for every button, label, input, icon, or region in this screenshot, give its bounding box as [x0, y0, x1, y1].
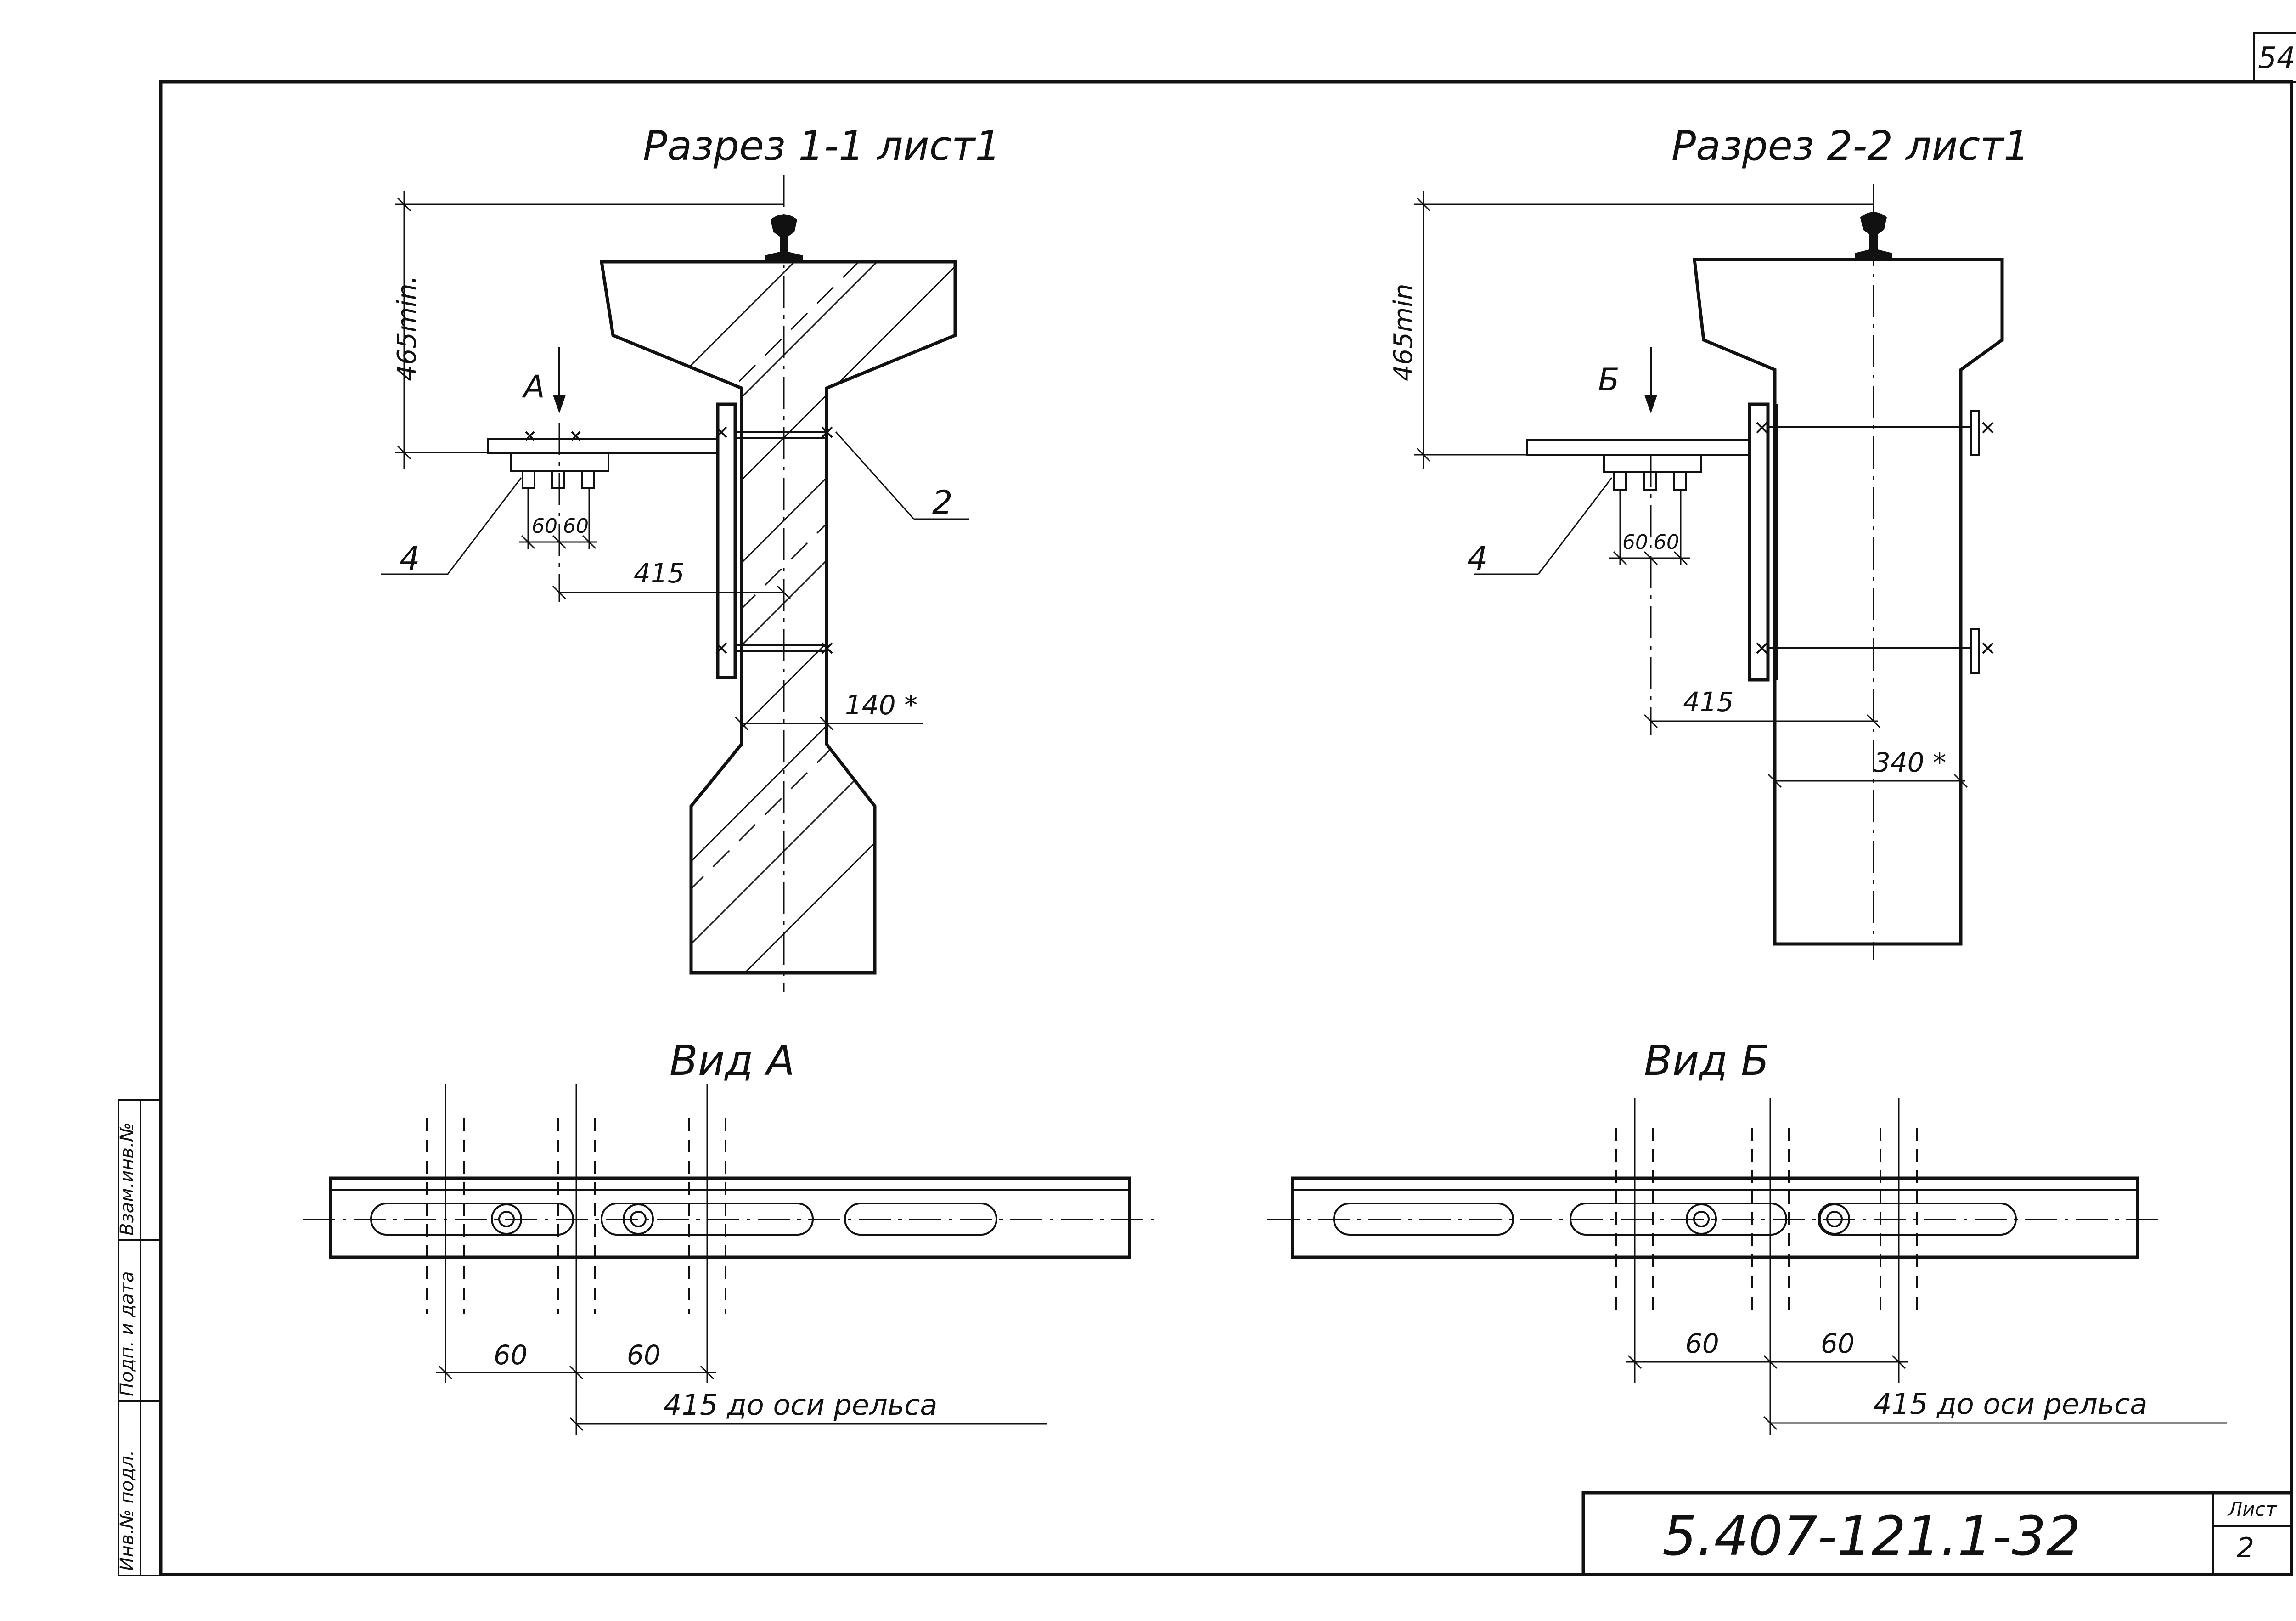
section-2-callout-4: 4: [1467, 540, 1488, 577]
section-2-dim-340: 340 *: [1874, 747, 1946, 778]
view-a-dimensions: [436, 1365, 1047, 1431]
view-a-dim-415: 415 до оси рельса: [664, 1388, 937, 1422]
view-b-studs: [1615, 1098, 1918, 1435]
view-a-title: Вид А: [670, 1037, 795, 1085]
section-1-rail: [765, 214, 803, 262]
section-1-title: Разрез 1-1 лист1: [643, 122, 1001, 169]
view-a-dim-60b: 60: [627, 1339, 661, 1371]
view-a-dim-60a: 60: [494, 1339, 528, 1371]
stamp-sign-date: Подп. и дата: [117, 1271, 138, 1396]
section-2-rail: [1855, 212, 1892, 260]
section-1-dim-60a: 60: [532, 514, 557, 538]
section-2-view-arrow-label: Б: [1598, 362, 1620, 398]
view-b-dim-60a: 60: [1685, 1328, 1719, 1359]
section-1-beam: [599, 260, 957, 975]
section-2-bracket: [1526, 402, 1994, 682]
list-label: Лист: [2227, 1498, 2278, 1520]
section-1-callout-2: 2: [932, 484, 953, 521]
stamp-inv-original: Инв.№ подл.: [117, 1450, 138, 1571]
view-b-dim-60b: 60: [1821, 1328, 1855, 1359]
section-2-beam: [1693, 258, 2004, 946]
view-b-title: Вид Б: [1644, 1037, 1769, 1085]
section-2-dim-60a: 60: [1622, 531, 1648, 554]
section-1-dim-140: 140 *: [845, 689, 917, 721]
section-1-dim-60b: 60: [563, 514, 589, 538]
stamp-replace-inv: Взам.инв.№: [117, 1123, 138, 1236]
section-2-dim-60b: 60: [1654, 531, 1679, 554]
section-2-dimensions: [1414, 191, 1968, 788]
title-block: [1581, 1491, 2293, 1576]
view-a-studs: [426, 1084, 726, 1435]
list-number: 2: [2237, 1532, 2254, 1564]
view-b-dim-415: 415 до оси рельса: [1874, 1387, 2147, 1421]
view-b-plate: [1267, 1176, 2158, 1259]
section-1-dimensions: [381, 191, 969, 731]
section-2-height-dim: 465min: [1389, 284, 1418, 382]
section-1-dim-415: 415: [634, 558, 685, 589]
view-a-plate: [303, 1176, 1157, 1259]
section-1-height-dim: 465min.: [392, 276, 422, 381]
section-1-callout-4: 4: [400, 540, 420, 577]
section-2-dim-415: 415: [1683, 686, 1734, 717]
sheet-frame: [118, 32, 2296, 1576]
sheet-number: 54: [2258, 41, 2295, 75]
view-b-dimensions: [1626, 1355, 2227, 1430]
document-code: 5.407-121.1-32: [1662, 1504, 2081, 1568]
section-2-title: Разрез 2-2 лист1: [1671, 122, 2029, 169]
section-1-bracket: [487, 402, 833, 679]
section-1-view-arrow-label: А: [522, 369, 545, 405]
